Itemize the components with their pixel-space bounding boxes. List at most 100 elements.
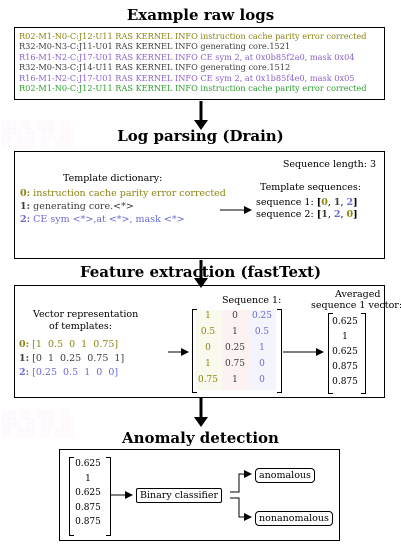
raw-logs-box: R02-M1-N0-C:J12-U11 RAS KERNEL INFO inst… (14, 27, 385, 100)
matrix-bracket-right (277, 309, 282, 393)
raw-log-line: R32-M0-N3-C:J14-U11 RAS KERNEL INFO gene… (19, 62, 380, 72)
template-item: 1: generating core.<*> (20, 200, 226, 213)
averaged-vector-value: 1 (342, 332, 348, 342)
raw-log-message: CE sym 2, at 0x1b85f4e0, mask 0x05 (200, 72, 355, 83)
down-arrow-3 (194, 398, 208, 427)
section-title-feature-extraction: Feature extraction (fastText) (79, 263, 322, 281)
background-watermark-bottom: ░░░ ░░ ░░░░ ░░ ░░░░ ░░ ░░░ ░░░ ░░ ░░░░ ░… (2, 410, 75, 437)
matrix-cell: 0.75 (197, 375, 219, 385)
raw-log-source: RAS KERNEL INFO (115, 41, 198, 52)
raw-log-list: R02-M1-N0-C:J12-U11 RAS KERNEL INFO inst… (19, 31, 380, 93)
template-index: 2: (20, 214, 31, 225)
raw-log-line: R02-M1-N0-C:J12-U11 RAS KERNEL INFO inst… (19, 31, 380, 41)
vector-index: 2: (19, 367, 30, 378)
raw-log-message: CE sym 2, at 0x0b85f2a0, mask 0x04 (200, 51, 355, 62)
raw-log-line: R16-M1-N2-C:J17-U01 RAS KERNEL INFO CE s… (19, 73, 380, 83)
raw-log-id: R02-M1-N0-C:J12-U11 (19, 83, 113, 94)
raw-log-source: RAS KERNEL INFO (115, 72, 198, 83)
raw-log-message: generating core.1512 (200, 62, 291, 73)
template-index: 1: (20, 201, 31, 212)
sequence-value: 2 (346, 197, 354, 208)
down-arrow-1 (194, 101, 208, 130)
matrix-cell: 0 (232, 311, 238, 321)
sequence-value: 0 (346, 209, 354, 220)
binary-classifier-box: Binary classifier (136, 488, 223, 503)
matrix-column-shade (249, 310, 276, 390)
sequence-length-label: Sequence length: 3 (282, 159, 376, 170)
template-index: 0: (20, 188, 31, 199)
sequence-close-bracket: ] (353, 197, 358, 208)
vector-values: [0.25 0.5 1 0 0] (32, 367, 119, 378)
sequence-close-bracket: ] (353, 209, 358, 220)
raw-log-source: RAS KERNEL INFO (115, 62, 198, 73)
raw-log-id: R16-M1-N2-C:J17-U01 (19, 51, 113, 62)
avg-bracket-left (328, 313, 333, 394)
raw-log-id: R16-M1-N2-C:J17-U01 (19, 72, 113, 83)
input-bracket-left (69, 457, 74, 536)
nonanomalous-output: nonanomalous (255, 511, 333, 526)
raw-log-source: RAS KERNEL INFO (115, 31, 198, 41)
matrix-cell: 1 (205, 311, 211, 321)
raw-log-message: instruction cache parity error corrected (200, 83, 367, 94)
averaged-title-2: sequence 1 vector: (311, 300, 401, 311)
section-title-log-parsing: Log parsing (Drain) (117, 127, 284, 145)
averaged-vector-value: 0.625 (332, 317, 358, 327)
input-bracket-right (106, 457, 111, 536)
sequence-value: 0 (321, 197, 328, 208)
template-vector-list: 0: [1 0.5 0 1 0.75] 1: [0 1 0.25 0.75 1]2… (19, 338, 124, 380)
matrix-cell: 0.5 (254, 327, 270, 337)
matrix-cell: 0 (259, 375, 265, 385)
sequence-label: sequence 1: (256, 197, 314, 208)
input-vector-value: 0.625 (75, 488, 101, 498)
template-text: generating core.<*> (33, 201, 134, 212)
sequence-value: 2 (333, 209, 341, 220)
template-item: 2: CE sym <*>,at <*>, mask <*> (20, 213, 226, 226)
sequence-open-bracket: [ (316, 209, 322, 220)
log-parsing-box: Sequence length: 3 Template dictionary: … (14, 151, 385, 259)
matrix-column-shade (195, 310, 222, 390)
raw-log-line: R32-M0-N3-C:J11-U01 RAS KERNEL INFO gene… (19, 41, 380, 51)
matrix-cell: 0.25 (224, 343, 246, 353)
matrix-cell: 0 (205, 343, 211, 353)
input-vector-value: 0.875 (75, 517, 101, 527)
sequence-1-title: Sequence 1: (222, 295, 282, 306)
matrix-cell: 1 (232, 327, 238, 337)
template-text: instruction cache parity error corrected (33, 188, 226, 199)
vector-representation-title-1: Vector representation (33, 309, 139, 320)
input-vector-value: 0.625 (75, 459, 101, 469)
raw-log-line: R02-M1-N0-C:J12-U11 RAS KERNEL INFO inst… (19, 83, 380, 93)
raw-log-id: R32-M0-N3-C:J11-U01 (19, 41, 113, 52)
vector-index: 0: (19, 339, 30, 350)
raw-log-message: generating core.1521 (200, 41, 291, 52)
vector-representation-title-2: of templates: (49, 321, 113, 332)
template-item: 0: instruction cache parity error correc… (20, 187, 226, 200)
sequence-item: sequence 2: [1, 2, 0] (256, 209, 358, 220)
matrix-bracket-left (192, 309, 197, 393)
avg-bracket-right (361, 313, 366, 394)
raw-log-source: RAS KERNEL INFO (115, 83, 198, 94)
raw-log-message: instruction cache parity error corrected (200, 31, 367, 41)
vector-values: [1 0.5 0 1 0.75] (32, 339, 119, 350)
matrix-cell: 1 (205, 359, 211, 369)
sequence-open-bracket: [ (316, 197, 322, 208)
sequence-matrix: 1 0 0.25 0.5 1 0.5 0 0.25 1 1 0.75 0 0.75 1 0 (195, 310, 277, 390)
raw-log-source: RAS KERNEL INFO (115, 51, 198, 62)
matrix-cell: 1 (259, 343, 265, 353)
section-title-raw-logs: Example raw logs (126, 6, 275, 24)
template-vector: 2: [0.25 0.5 1 0 0] (19, 366, 124, 380)
sequence-value: 1 (333, 197, 341, 208)
sequence-item: sequence 1: [0, 1, 2] (256, 197, 358, 208)
input-vector-value: 1 (85, 473, 91, 484)
sequence-list: sequence 1: [0, 1, 2]sequence 2: [1, 2, … (256, 197, 358, 221)
matrix-cell: 0.5 (200, 327, 216, 337)
matrix-cell: 0 (259, 359, 265, 369)
averaged-vector-value: 0.625 (332, 347, 358, 357)
matrix-cell: 0.25 (251, 311, 273, 321)
vector-index: 1: (19, 353, 30, 364)
matrix-cell: 0.75 (224, 359, 246, 369)
anomalous-output: anomalous (255, 468, 315, 483)
matrix-cell: 1 (232, 375, 238, 385)
background-watermark-left: ░░░ ░░ ░░░░ ░░ ░░░░ ░░ ░░░ ░░░ ░░ ░░░░ ░… (2, 120, 75, 147)
template-vector: 1: [0 1 0.25 0.75 1] (19, 352, 124, 366)
